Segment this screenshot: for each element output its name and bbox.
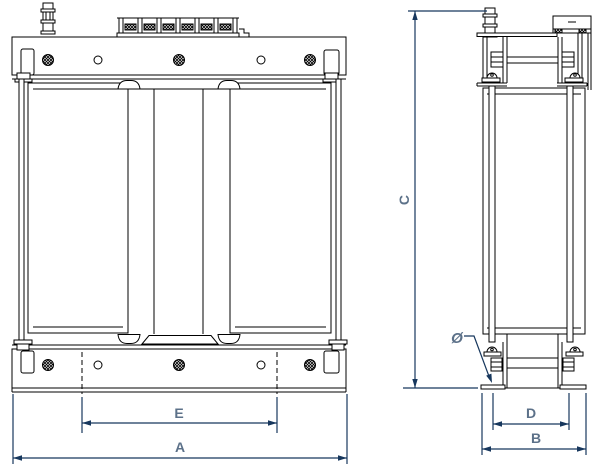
top-frame [11,36,347,83]
clamp-nut [490,51,504,68]
top-clamp-side [476,32,588,87]
foot-nut [490,357,503,372]
bottom-frame-right-tab [323,350,340,374]
coil-middle [140,88,218,334]
dimension-e: E [81,352,278,433]
top-frame-bolts [42,54,316,66]
dim-label-c: C [396,195,412,205]
bottom-frame-bolts [42,359,316,371]
foot-flange-left [480,384,506,390]
coils [27,80,332,345]
dimension-diameter: Ø [451,330,492,383]
dim-label-a: A [175,439,185,455]
dimension-d: D [492,393,570,430]
top-frame-left-tab [20,48,35,76]
top-frame-right-tab [323,49,340,76]
dimension-c: C [396,10,487,389]
bottom-frame-hole [93,360,103,370]
coil-right [229,82,332,334]
terminal-wire-hook [239,28,250,37]
dim-label-e: E [174,405,183,421]
bottom-frame-left-tab [20,350,35,374]
bottom-feet-side [480,334,587,390]
coil-side [482,85,586,343]
bottom-frame-hole [256,360,266,370]
coil-left [27,82,129,334]
foot-nut [562,357,575,372]
tie-rod-side-left [488,85,496,343]
side-view [476,7,592,390]
dim-label-diameter: Ø [451,330,464,347]
bottom-frame [11,339,348,393]
dimension-a: A [12,394,348,464]
tie-rod-side-right [566,85,574,343]
tie-rod-right [335,78,342,341]
earth-stud-front [40,2,56,35]
coil-wedges [117,80,241,345]
dimensions: E A C Ø [12,10,587,464]
top-frame-hole [256,55,266,65]
terminal-cells [124,23,232,31]
terminal-block-side [552,15,592,90]
terminal-strip [116,17,250,38]
dim-label-d: D [526,405,536,421]
tie-rod-left [18,78,25,341]
foot-flange-right [559,384,587,390]
dim-label-b: B [531,430,541,446]
top-frame-hole [93,55,103,65]
clamp-nut [561,51,575,68]
front-view [11,2,348,393]
dimension-b: B [481,393,587,455]
